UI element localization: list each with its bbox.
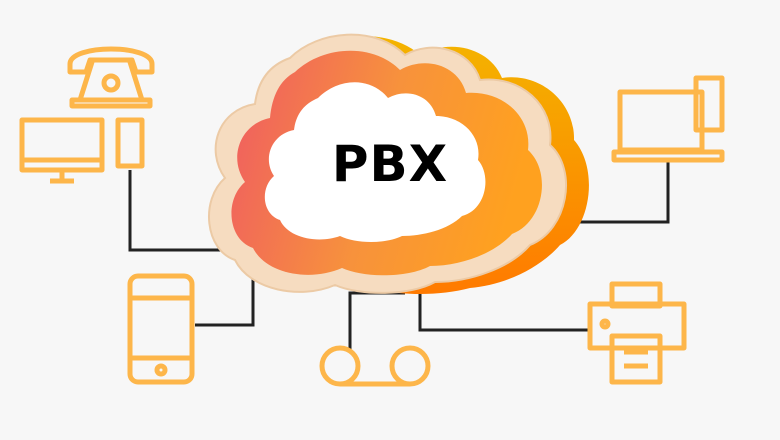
- printer-icon: [587, 281, 687, 385]
- voicemail-icon: [319, 345, 431, 387]
- pbx-label: PBX: [331, 135, 449, 193]
- cloud: [208, 33, 589, 295]
- tablet-icon: [115, 117, 145, 169]
- cloud-center: [264, 82, 486, 242]
- connector-voicemail: [348, 291, 405, 350]
- laptop-icon: [611, 75, 725, 163]
- monitor-icon: [19, 117, 105, 184]
- smartphone-icon: [127, 273, 195, 385]
- connector-printer: [418, 290, 590, 332]
- telephone-icon: [67, 46, 155, 109]
